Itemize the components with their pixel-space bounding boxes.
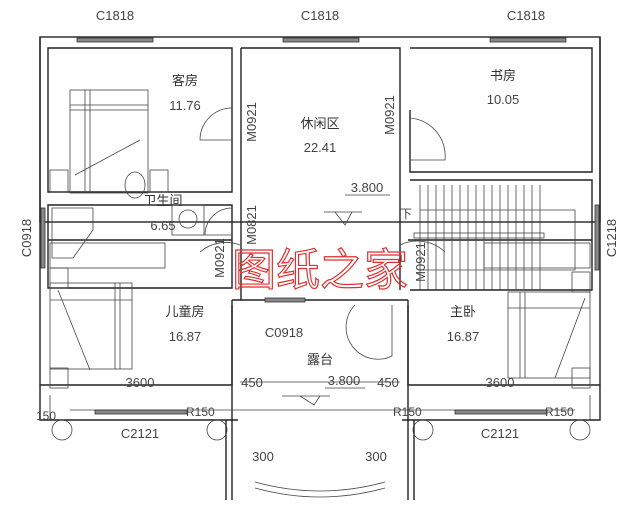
dimension: 450 (241, 375, 263, 390)
doors (199, 107, 446, 360)
room-area: 11.76 (169, 98, 201, 113)
window-label: C0918 (19, 219, 34, 257)
room-name: 卫生间 (143, 194, 182, 209)
dimension: 450 (377, 375, 399, 390)
room-area: 16.87 (169, 329, 202, 344)
window-label: C2121 (481, 426, 519, 441)
dimension: 150 (36, 409, 56, 423)
stair-down-mark: 下 (400, 207, 412, 221)
staircase (413, 185, 576, 290)
dimension: 300 (365, 449, 387, 464)
dimension: 300 (252, 449, 274, 464)
watermark: 图纸之家 (232, 245, 408, 296)
window-label: C1818 (507, 8, 545, 23)
elevation-symbol (282, 387, 365, 406)
window-label: C1818 (96, 8, 134, 23)
window-label: C1818 (301, 8, 339, 23)
room-name: 露台 (307, 353, 333, 368)
room-area: 10.05 (487, 92, 520, 107)
room-area: 16.87 (447, 329, 480, 344)
room-name: 书房 (490, 68, 516, 84)
room-name: 休闲区 (300, 117, 339, 132)
room-name: 客房 (172, 73, 198, 89)
room-area: 6.65 (150, 218, 175, 233)
elevation-symbol (324, 194, 390, 226)
door-label: M0921 (244, 102, 259, 142)
dimension: R150 (393, 405, 422, 419)
dimension: R150 (545, 405, 574, 419)
room-area: 22.41 (304, 140, 337, 155)
room-name: 儿童房 (165, 304, 204, 320)
elevation-value: 3.800 (351, 180, 384, 195)
window-label: C0918 (265, 325, 303, 340)
window-label: C2121 (121, 426, 159, 441)
room-name: 主卧 (450, 305, 476, 320)
furniture (49, 89, 591, 441)
window-label: C1218 (604, 219, 619, 257)
dimension: R150 (186, 405, 215, 419)
elevation-value: 3.800 (328, 373, 361, 388)
dimension: 3600 (126, 375, 155, 390)
door-label: M0921 (413, 242, 428, 282)
door-label: M0821 (244, 205, 259, 245)
windows (40, 37, 600, 415)
door-label: M0921 (212, 238, 227, 278)
dimension: 3600 (486, 375, 515, 390)
door-label: M0921 (382, 95, 397, 135)
